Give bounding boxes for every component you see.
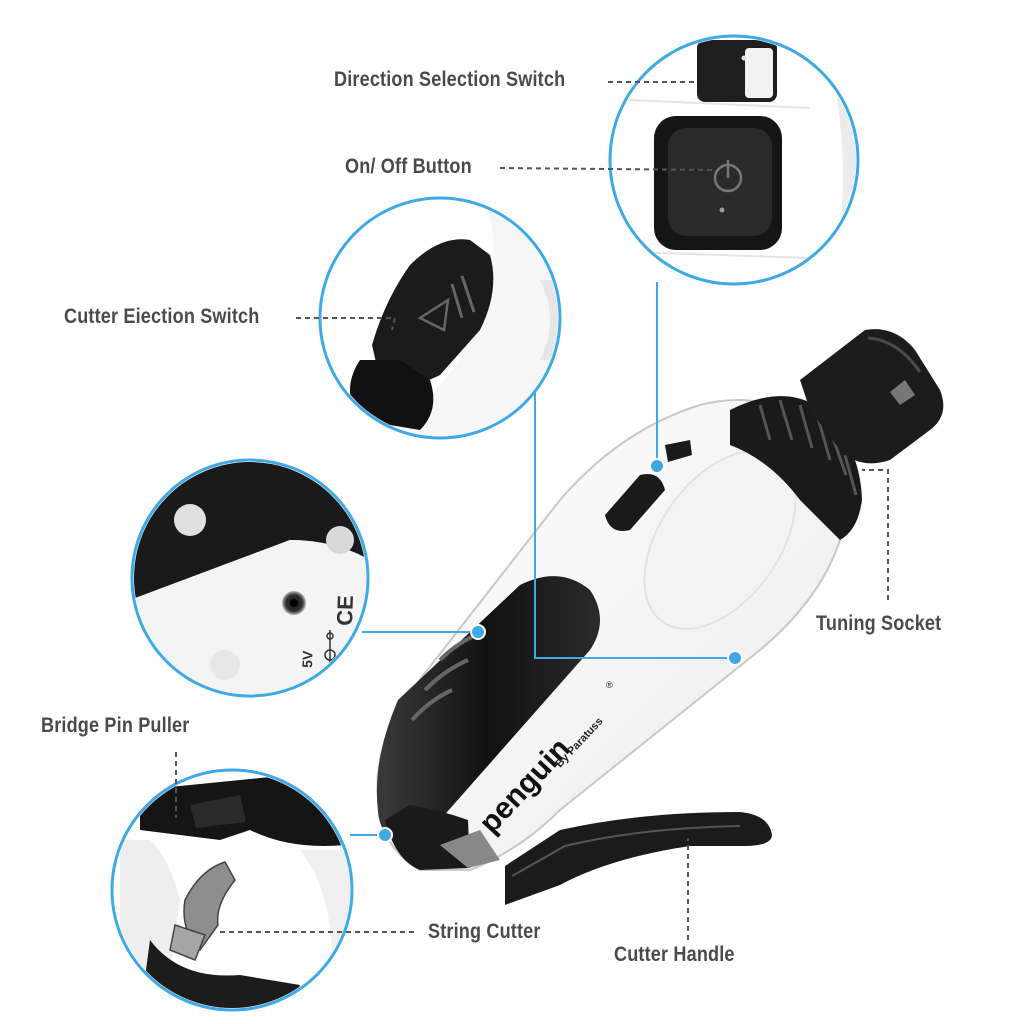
callout-ejection-switch — [318, 196, 562, 440]
registered-mark: ® — [606, 680, 613, 690]
callout-cutter-puller — [110, 768, 354, 1012]
leader-lines — [175, 81, 889, 940]
label-tuning-socket: Tuning Socket — [816, 612, 942, 635]
callout-dots — [377, 458, 743, 843]
tool-body: penguin By Paratuss ® — [376, 329, 944, 905]
callout-charging-port: CE 5V — [130, 458, 370, 698]
label-on-off-button: On/ Off Button — [345, 155, 472, 178]
label-cutter-ejection-switch: Cutter Eiection Switch — [64, 305, 260, 328]
direction-switch-detail — [697, 40, 777, 102]
label-cutter-handle: Cutter Handle — [614, 943, 735, 966]
cutter-handle-lever — [505, 812, 772, 905]
arrow-icon — [417, 297, 450, 332]
grip-panel — [376, 576, 600, 845]
label-bridge-pin-puller: Bridge Pin Puller — [41, 714, 190, 737]
ce-mark: CE — [332, 595, 358, 626]
callout-connectors — [350, 282, 735, 836]
label-string-cutter: String Cutter — [428, 920, 541, 943]
voltage-mark: 5V — [299, 650, 316, 668]
tuning-socket — [800, 329, 944, 464]
callout-power-controls — [608, 34, 860, 286]
label-direction-switch: Direction Selection Switch — [334, 68, 566, 91]
on-off-button-detail — [654, 116, 782, 250]
